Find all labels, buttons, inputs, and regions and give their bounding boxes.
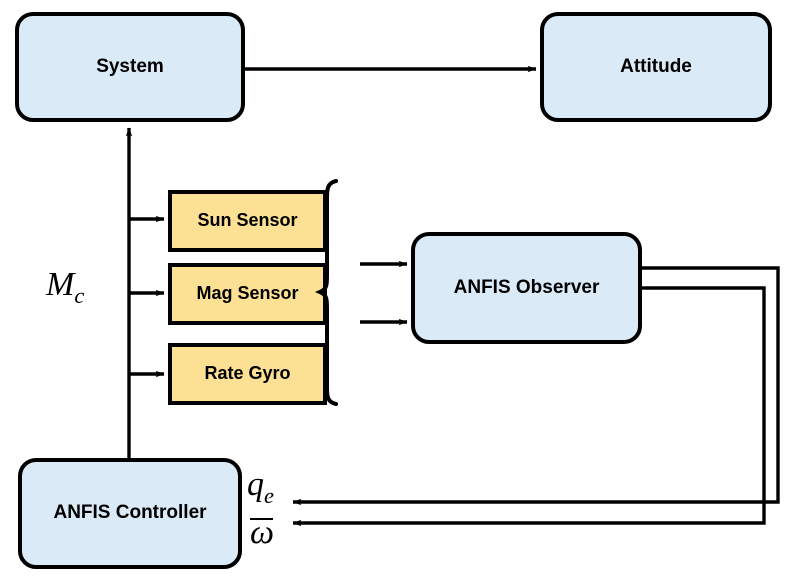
node-shape-anfis-observer[interactable] xyxy=(411,232,642,344)
angular-rate-symbol: ω xyxy=(250,514,275,551)
node-shape-rate-gyro[interactable] xyxy=(168,343,327,405)
node-shapes xyxy=(15,12,772,569)
quaternion-error-subscript: e xyxy=(264,482,274,508)
edge-observer-feedback-omega xyxy=(292,286,766,527)
node-shape-sun-sensor[interactable] xyxy=(168,190,327,252)
node-shape-attitude[interactable] xyxy=(540,12,772,122)
node-shape-anfis-controller[interactable] xyxy=(18,458,242,569)
node-shape-system[interactable] xyxy=(15,12,245,122)
signal-label-control-moment: Mc xyxy=(46,266,84,309)
edge-observer-feedback-qe xyxy=(292,266,780,506)
signal-label-quaternion-error: qe xyxy=(247,466,274,509)
quaternion-error-symbol: q xyxy=(247,466,264,503)
edges xyxy=(125,65,780,527)
node-shape-mag-sensor[interactable] xyxy=(168,263,327,325)
control-moment-subscript: c xyxy=(74,282,85,308)
control-moment-symbol: M xyxy=(46,266,75,303)
sensor-group-brace-icon xyxy=(314,179,338,406)
signal-label-angular-rate: ω xyxy=(250,513,274,552)
